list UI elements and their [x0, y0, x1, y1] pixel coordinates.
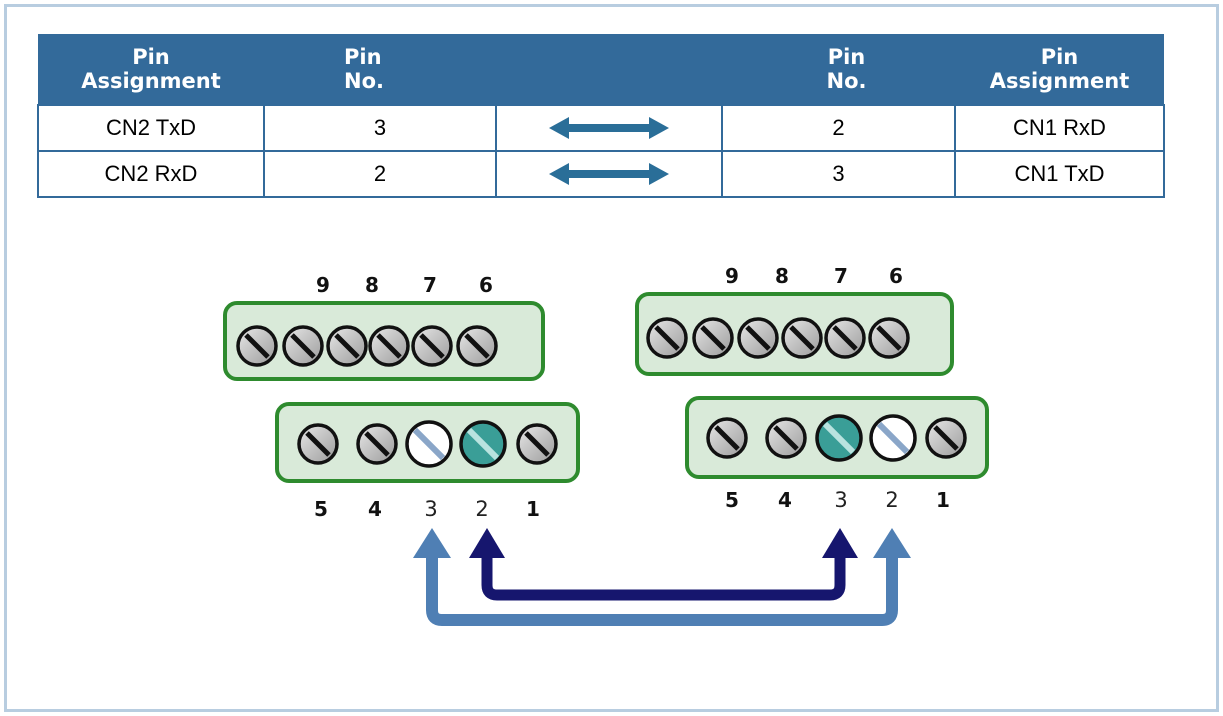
pin-assignment-table: Pin Assignment Pin No. Pin No. Pin Assig… [37, 34, 1165, 198]
screw-terminal-highlight-icon [815, 414, 863, 462]
screw-terminal-icon [706, 417, 748, 459]
pin-label: 1 [526, 497, 540, 521]
screw-terminal-icon [516, 423, 558, 465]
header-right-assignment: Pin Assignment [955, 34, 1164, 105]
header-right-pin: Pin No. [722, 34, 955, 105]
arrow-head-icon [822, 528, 858, 558]
screw-terminal-icon [326, 325, 368, 367]
left-assignment-cell: CN2 RxD [37, 150, 265, 198]
arrow-head-icon [413, 528, 451, 558]
screw-terminal-icon [356, 423, 398, 465]
wire-txd-to-rxd [426, 548, 898, 626]
pin-label: 2 [885, 488, 898, 512]
pin-label: 4 [368, 497, 382, 521]
pin-label: 9 [725, 264, 739, 288]
screw-terminal-icon [737, 317, 779, 359]
screw-terminal-highlight-icon [869, 414, 917, 462]
arrow-head-icon [469, 528, 505, 558]
pin-label: 6 [479, 273, 493, 297]
screw-terminal-icon [368, 325, 410, 367]
pin-label: 8 [775, 264, 789, 288]
table-row: CN2 RxD 2 3 CN1 TxD [37, 150, 1165, 198]
pin-label: 2 [475, 497, 488, 521]
right-pin-cell: 3 [721, 150, 956, 198]
wire-rxd-to-txd [481, 548, 846, 601]
screw-terminal-icon [411, 325, 453, 367]
pin-label: 1 [936, 488, 950, 512]
direction-cell [495, 150, 723, 198]
screw-terminal-icon [765, 417, 807, 459]
pin-label: 5 [314, 497, 328, 521]
pin-label: 4 [778, 488, 792, 512]
header-left-pin: Pin No. [264, 34, 496, 105]
right-connector: 9 8 7 6 5 4 3 2 1 [635, 264, 989, 512]
pin-label: 3 [424, 497, 437, 521]
header-left-assignment: Pin Assignment [38, 34, 264, 105]
right-assignment-cell: CN1 RxD [954, 104, 1165, 152]
screw-terminal-icon [781, 317, 823, 359]
screw-terminal-icon [297, 423, 339, 465]
table-header-row: Pin Assignment Pin No. Pin No. Pin Assig… [38, 34, 1164, 105]
screw-terminal-icon [236, 325, 278, 367]
left-pin-cell: 3 [263, 104, 497, 152]
double-arrow-icon [549, 117, 669, 139]
direction-cell [495, 104, 723, 152]
left-pin-cell: 2 [263, 150, 497, 198]
pin-label: 3 [834, 488, 847, 512]
left-assignment-cell: CN2 TxD [37, 104, 265, 152]
pin-label: 7 [423, 273, 437, 297]
right-pin-cell: 2 [721, 104, 956, 152]
screw-terminal-highlight-icon [459, 420, 507, 468]
pin-label: 7 [834, 264, 848, 288]
screw-terminal-icon [868, 317, 910, 359]
screw-terminal-highlight-icon [405, 420, 453, 468]
screw-terminal-icon [824, 317, 866, 359]
screw-terminal-icon [282, 325, 324, 367]
header-direction [496, 34, 722, 105]
screw-terminal-icon [925, 417, 967, 459]
screw-terminal-icon [692, 317, 734, 359]
double-arrow-icon [549, 163, 669, 185]
screw-terminal-icon [646, 317, 688, 359]
right-assignment-cell: CN1 TxD [954, 150, 1165, 198]
pin-label: 9 [316, 273, 330, 297]
pin-label: 5 [725, 488, 739, 512]
table-row: CN2 TxD 3 2 CN1 RxD [37, 104, 1165, 152]
arrow-head-icon [873, 528, 911, 558]
pin-label: 6 [889, 264, 903, 288]
left-connector: 9 8 7 6 5 4 3 2 1 [223, 273, 580, 521]
screw-terminal-icon [456, 325, 498, 367]
pin-label: 8 [365, 273, 379, 297]
